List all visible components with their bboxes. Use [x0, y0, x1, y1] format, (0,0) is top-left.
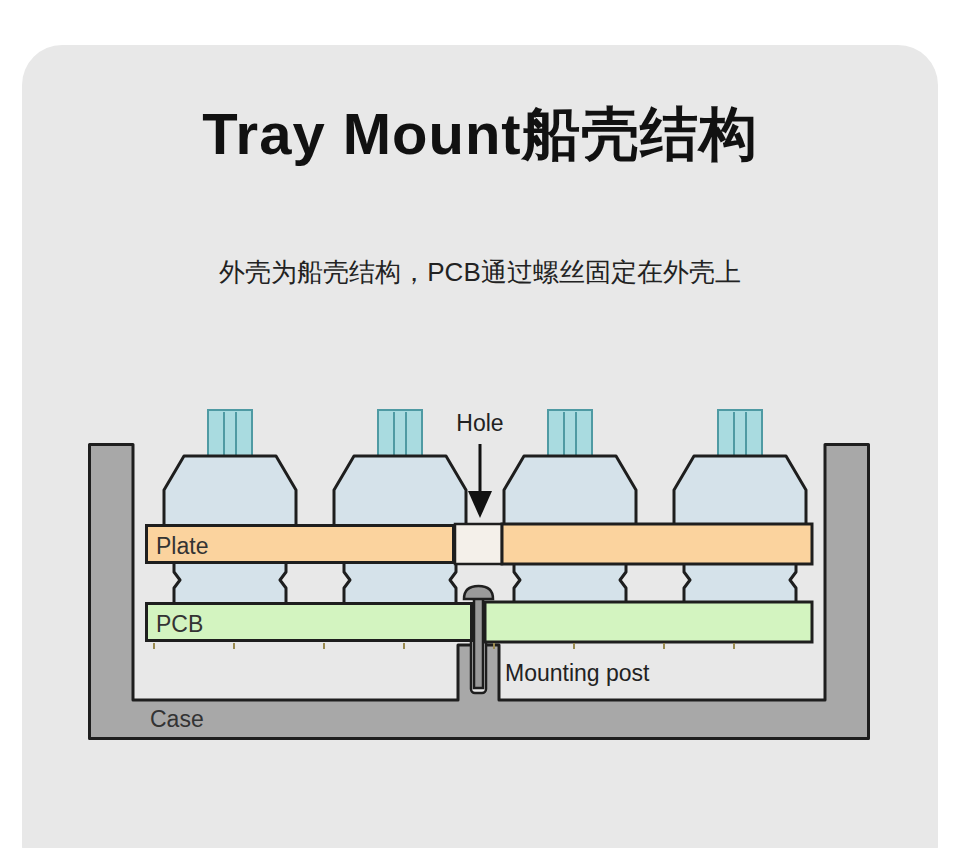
- title: Tray Mount船壳结构: [0, 96, 960, 174]
- key-switch: [674, 410, 806, 604]
- case-outline: [88, 443, 870, 740]
- case-shell: PlatePCB Case: [88, 443, 870, 740]
- hole-arrow: [479, 444, 482, 506]
- part-name: PCB: [156, 611, 203, 638]
- part-name: Case: [150, 706, 204, 733]
- key-switch: [164, 410, 296, 604]
- part-name: Plate: [156, 533, 208, 560]
- hole-label: Hole: [456, 410, 503, 437]
- key-switch: [504, 410, 636, 604]
- caption: 外壳为船壳结构，PCB通过螺丝固定在外壳上: [0, 255, 960, 290]
- pcb-bar: PCB: [145, 602, 473, 642]
- key-switch: [334, 410, 466, 604]
- plate-bar: Plate: [145, 524, 455, 564]
- mounting-post-label: Mounting post: [505, 660, 649, 687]
